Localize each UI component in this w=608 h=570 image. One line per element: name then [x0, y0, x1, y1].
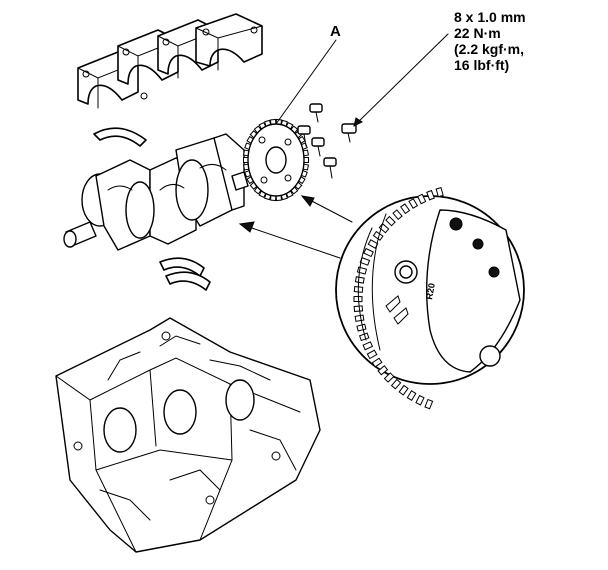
bolt [311, 137, 325, 157]
spec-torque-kgfm: (2.2 kgf·m, [454, 41, 524, 57]
detail-tooth [398, 384, 409, 396]
detail-tooth [385, 215, 396, 227]
bolt [341, 123, 357, 143]
spec-bolt-size: 8 x 1.0 mm [454, 9, 526, 25]
cap-bolt-holes [82, 26, 258, 100]
detail-tooth [377, 365, 389, 376]
detail-tooth [392, 209, 403, 220]
bolt [297, 125, 311, 147]
detail-tooth [400, 203, 411, 215]
detail-tooth [353, 305, 364, 313]
bolt [309, 103, 323, 123]
torque-spec: 8 x 1.0 mm 22 N·m (2.2 kgf·m, 16 lbf·ft) [454, 9, 526, 73]
crankshaft [63, 133, 249, 251]
detail-tooth [406, 390, 417, 401]
detail-tooth [383, 372, 395, 383]
detail-tooth [408, 198, 419, 209]
detail-tooth [354, 276, 365, 284]
detail-tooth [371, 357, 383, 368]
detail-tooth [362, 341, 374, 351]
crankshaft-sprocket [243, 118, 309, 202]
detail-tooth [424, 398, 434, 410]
detail-tooth [426, 189, 435, 201]
sprocket-mark-label: R20 [424, 282, 437, 300]
detail-tooth [390, 378, 402, 390]
detail-tooth [435, 187, 444, 198]
detail-tooth [354, 314, 365, 322]
bearing-cap [195, 13, 263, 71]
upper-bearing-shell [93, 127, 147, 147]
main-bearing-caps [77, 13, 263, 109]
lower-bearing-shells [159, 257, 211, 291]
bolt [323, 157, 337, 179]
detail-tooth [417, 193, 427, 205]
detail-tooth [363, 247, 374, 258]
engine-block [55, 317, 321, 553]
detail-tooth [415, 394, 425, 406]
sprocket-bolts [297, 103, 357, 179]
callout-leaders [238, 33, 449, 259]
spec-torque-nm: 22 N·m [454, 25, 501, 41]
detail-tooth [356, 323, 367, 332]
detail-magnifier: R20 [335, 187, 525, 410]
part-a-label: A [330, 23, 341, 40]
detail-tooth [366, 349, 378, 360]
detail-tooth [358, 332, 370, 342]
spec-torque-lbfft: 16 lbf·ft) [454, 57, 509, 73]
